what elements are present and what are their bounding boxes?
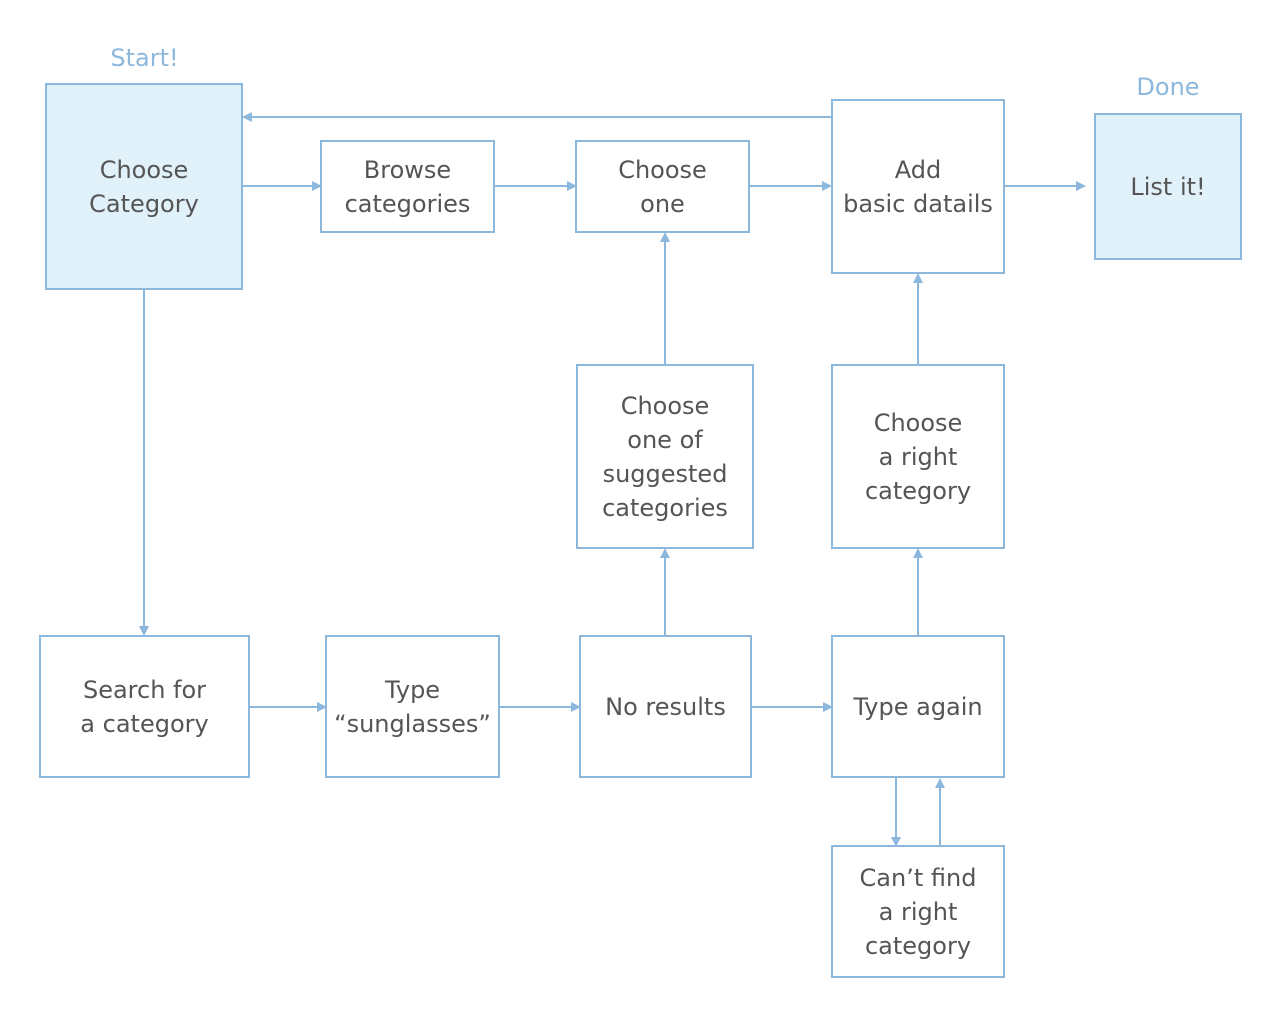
node-choose-one-label: Choose one xyxy=(618,155,707,218)
node-type-sunglasses-label: Type “sunglasses” xyxy=(334,675,491,738)
node-type-again: Type again xyxy=(831,635,1005,778)
node-no-results-label: No results xyxy=(605,692,726,721)
node-search-category: Search for a category xyxy=(39,635,250,778)
node-cant-find-label: Can’t find a right category xyxy=(859,863,977,960)
node-choose-category: Choose Category xyxy=(45,83,243,290)
node-browse-categories: Browse categories xyxy=(320,140,495,233)
node-add-basic-details: Add basic datails xyxy=(831,99,1005,274)
node-cant-find: Can’t find a right category xyxy=(831,845,1005,978)
node-search-category-label: Search for a category xyxy=(80,675,209,738)
node-choose-suggested-label: Choose one of suggested categories xyxy=(602,391,728,522)
node-choose-category-label: Choose Category xyxy=(89,155,199,218)
node-choose-right-category: Choose a right category xyxy=(831,364,1005,549)
node-list-it-label: List it! xyxy=(1130,172,1206,201)
node-choose-suggested: Choose one of suggested categories xyxy=(576,364,754,549)
node-type-again-label: Type again xyxy=(853,692,983,721)
node-choose-one: Choose one xyxy=(575,140,750,233)
node-add-basic-details-label: Add basic datails xyxy=(843,155,993,218)
node-browse-categories-label: Browse categories xyxy=(344,155,471,218)
node-no-results: No results xyxy=(579,635,752,778)
start-caption: Start! xyxy=(110,44,179,72)
node-list-it: List it! xyxy=(1094,113,1242,260)
node-type-sunglasses: Type “sunglasses” xyxy=(325,635,500,778)
done-caption: Done xyxy=(1136,73,1200,101)
node-choose-right-category-label: Choose a right category xyxy=(864,408,972,505)
